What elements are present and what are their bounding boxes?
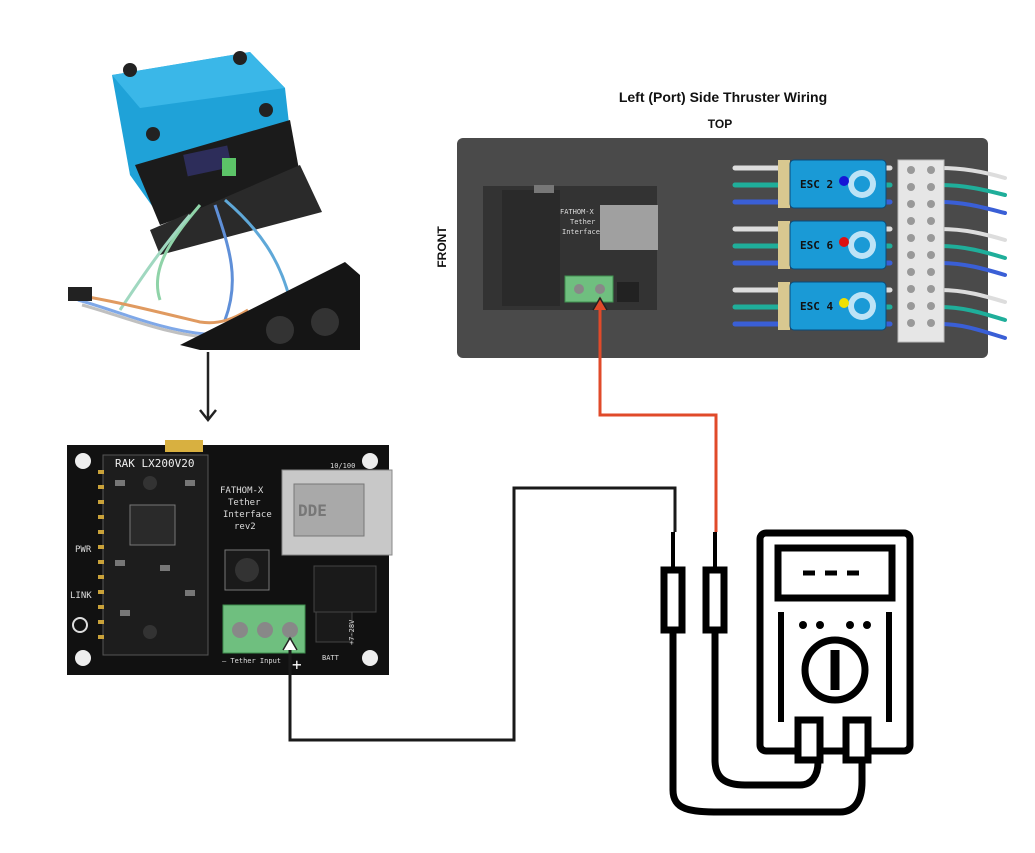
board-model-label: RAK LX200V20	[115, 457, 194, 470]
esc-row-2: ESC 6	[732, 220, 893, 270]
pwr-label: PWR	[75, 545, 92, 555]
panel-board-label-1: FATHOM-X	[560, 208, 595, 216]
panel-board-label-3: Interface	[562, 228, 600, 236]
esc-label-1: ESC 2	[800, 178, 833, 191]
esc-row-3: ESC 4	[732, 281, 893, 331]
link-label: LINK	[70, 591, 92, 601]
board-product-line1: FATHOM-X	[220, 486, 264, 496]
board-product-line2: Tether	[228, 498, 261, 508]
esc-dot-3	[839, 298, 849, 308]
panel-board-label-2: Tether	[570, 218, 595, 226]
esc-dot-2	[839, 237, 849, 247]
black-probe-wire	[282, 486, 677, 742]
board-product-line4: rev2	[234, 522, 256, 532]
svg-text:DDE: DDE	[298, 501, 327, 520]
esc-label-3: ESC 4	[800, 300, 833, 313]
batt-label: BATT	[322, 654, 340, 662]
esc-dot-1	[839, 176, 849, 186]
terminal-block	[897, 159, 945, 343]
top-label: TOP	[707, 117, 733, 131]
voltage-label: +7-28V	[348, 619, 356, 645]
board-product-line3: Interface	[223, 510, 272, 520]
speed-label: 10/100	[330, 462, 355, 470]
multimeter-icon	[660, 529, 914, 816]
esc-label-2: ESC 6	[800, 239, 833, 252]
enclosure-photo	[68, 51, 360, 350]
arrow-down-icon	[199, 352, 217, 423]
tether-input-label: — Tether Input	[222, 657, 281, 665]
tether-interface-board: RAK LX200V20 PWR LINK FATHOM-X Tether In…	[67, 440, 393, 675]
red-probe-wire	[592, 296, 718, 532]
wiring-panel: FATHOM-X Tether Interface ESC 2 ESC 6	[457, 138, 1007, 358]
esc-row-1: ESC 2	[732, 159, 893, 209]
diagram-title: Left (Port) Side Thruster Wiring	[618, 89, 828, 105]
plus-label: +	[292, 655, 302, 674]
